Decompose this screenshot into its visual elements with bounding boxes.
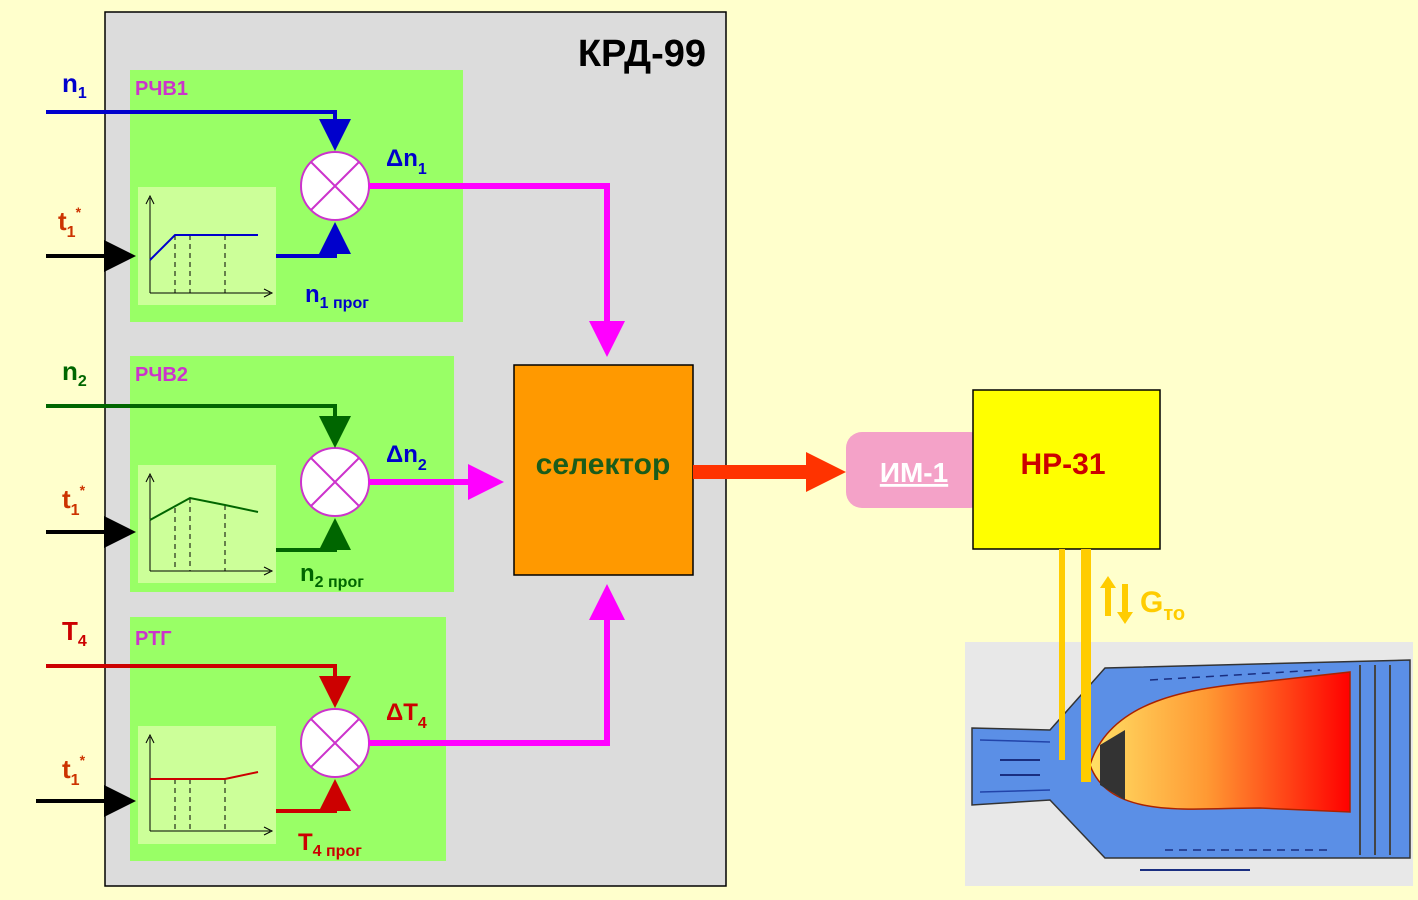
actuator-block [846,432,986,508]
summing-junction [300,151,370,221]
controller-title: КРД-99 [578,33,706,75]
delta-signal-line-3 [369,584,625,746]
program-label-t4: T4 прог [298,829,362,860]
program-chart [138,726,276,844]
regulator-name: РЧВ2 [135,364,188,386]
selector-label: селектор [536,448,671,481]
selector-block [513,364,694,576]
output-arrow [693,465,809,479]
program-curve [149,234,258,261]
signal-line-n1 [46,110,351,151]
summing-junction [300,447,370,517]
combustion-chamber-illustration [965,642,1413,886]
program-curve [149,496,259,521]
signal-line-t4 [46,664,351,708]
input-label-t4: T4 [62,616,87,650]
signal-line-t4-prog [276,779,351,813]
fuel-flow-label: Gто [1140,586,1185,625]
regulator-block-rtg: РТГ [130,617,446,861]
input-label-n2: n2 [62,356,87,390]
input-label-t1: t1* [62,752,86,789]
output-arrow-head [806,452,846,492]
fuel-flow-arrows [1100,576,1133,624]
regulator-block-rchv2: РЧВ2 [130,356,454,592]
delta-signal-line-1 [369,183,625,357]
signal-line-n2-prog [276,518,351,552]
pump-regulator-label: НР-31 [1020,448,1105,481]
summing-junction [300,708,370,778]
input-label-n1: n1 [62,68,87,102]
regulator-name: РЧВ1 [135,78,188,100]
program-curve [150,771,259,780]
input-label-t1: t1* [58,204,82,241]
program-chart [138,465,276,583]
regulator-name: РТГ [135,628,172,650]
program-label-n2: n2 прог [300,560,364,591]
signal-line-n1-prog [276,222,351,258]
pump-regulator-block [972,389,1161,550]
delta-label-n1: Δn1 [386,145,427,178]
regulator-block-rchv1: РЧВ1 [130,70,463,322]
signal-line-n2 [46,404,351,448]
input-label-t1: t1* [62,482,86,519]
actuator-label: ИМ-1 [880,457,948,488]
program-label-n1: n1 прог [305,281,369,312]
program-chart [138,187,276,305]
delta-label-t4: ΔT4 [386,699,427,732]
delta-label-n2: Δn2 [386,441,427,474]
